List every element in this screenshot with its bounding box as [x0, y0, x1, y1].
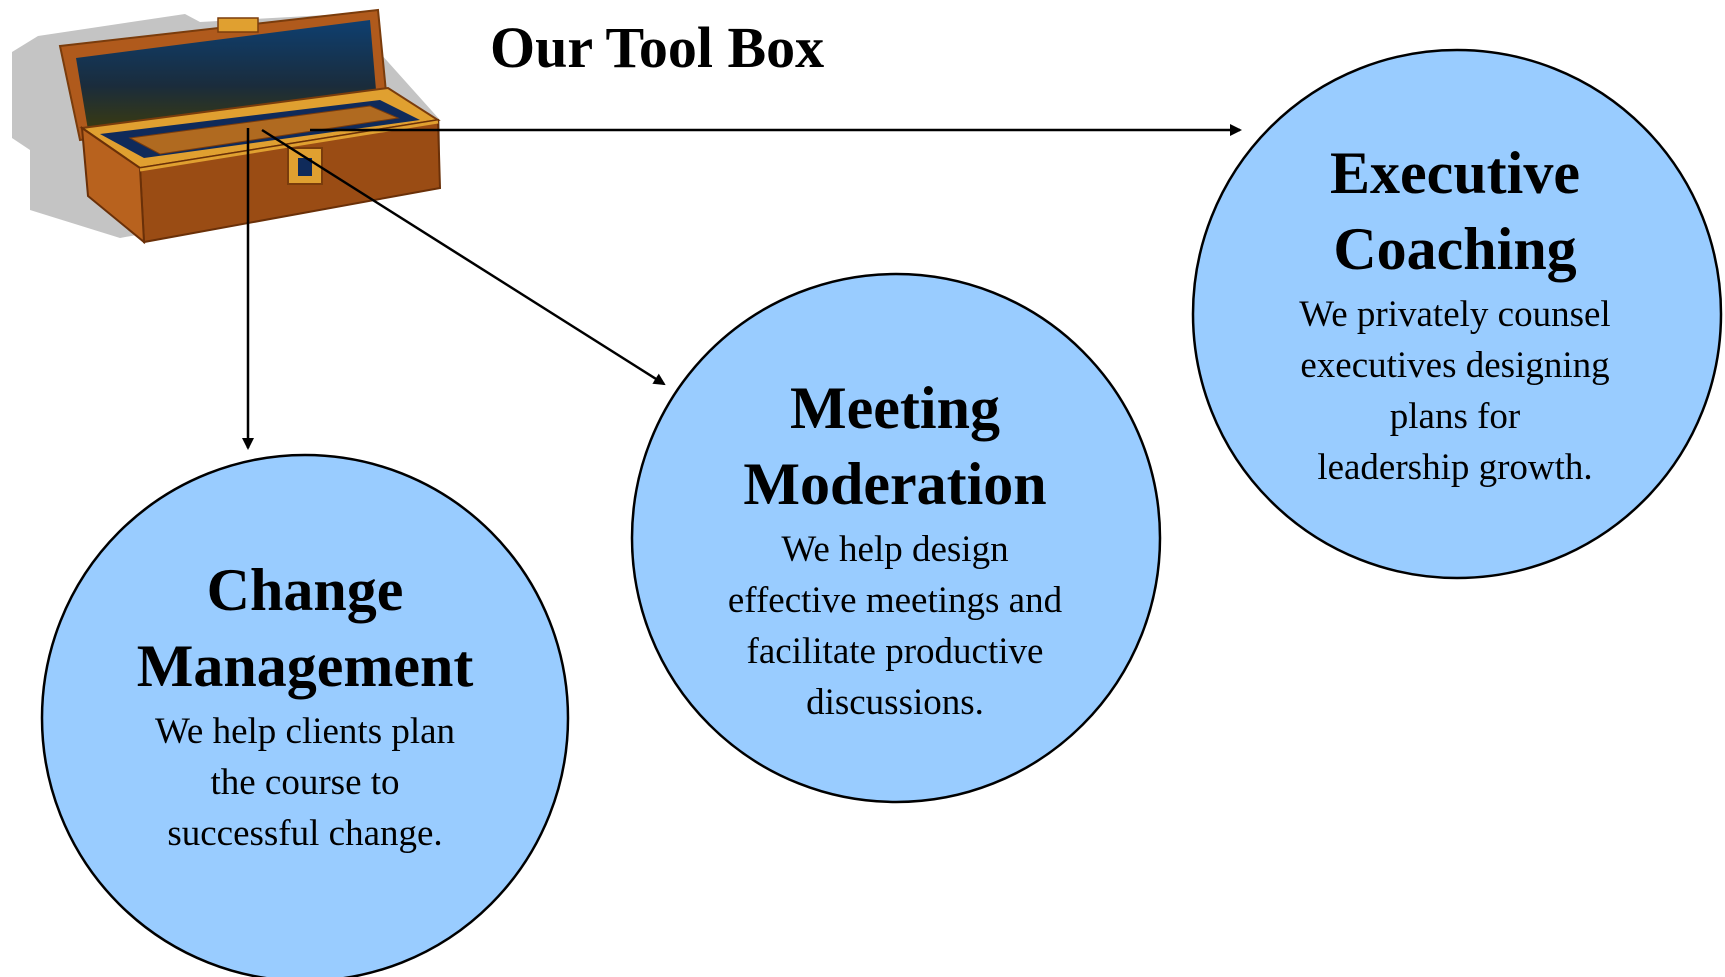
node-description-line: leadership growth.	[1317, 447, 1593, 488]
node-description-line: plans for	[1389, 396, 1521, 437]
node-description: We privately counsel executives designin…	[1190, 289, 1720, 493]
toolbox-icon	[12, 8, 442, 245]
node-description-line: successful change.	[167, 813, 443, 854]
node-description-line: discussions.	[806, 682, 984, 723]
arrow-to-meeting-moderation	[261, 128, 666, 386]
node-heading-line: Moderation	[743, 451, 1047, 517]
node-executive-coaching-circle	[1191, 48, 1723, 580]
node-description-line: executives designing	[1300, 345, 1610, 386]
node-heading-line: Meeting	[790, 375, 1000, 441]
node-description-line: We help clients plan	[154, 711, 456, 752]
node-heading-line: Coaching	[1333, 216, 1577, 282]
node-heading: Meeting Moderation	[630, 370, 1160, 522]
node-heading-line: Executive	[1330, 140, 1580, 206]
node-description-line: the course to	[210, 762, 400, 803]
page-title: Our Tool Box	[490, 15, 825, 80]
node-meeting-moderation: Meeting Moderation We help design effect…	[630, 370, 1160, 728]
node-heading-line: Change	[206, 557, 404, 623]
node-description-line: We help design	[781, 529, 1009, 570]
node-change-management: Change Management We help clients plan t…	[40, 552, 570, 859]
node-heading: Change Management	[40, 552, 570, 704]
node-executive-coaching: Executive Coaching We privately counsel …	[1190, 135, 1720, 493]
node-description: We help design effective meetings and fa…	[630, 524, 1160, 728]
node-description-line: We privately counsel	[1299, 294, 1611, 335]
node-change-management-circle	[40, 453, 570, 977]
node-heading: Executive Coaching	[1190, 135, 1720, 287]
node-heading-line: Management	[136, 633, 474, 699]
node-description-line: facilitate productive	[746, 631, 1044, 672]
node-description-line: effective meetings and	[727, 580, 1063, 621]
node-meeting-moderation-circle	[630, 272, 1162, 804]
node-description: We help clients plan the course to succe…	[40, 706, 570, 859]
